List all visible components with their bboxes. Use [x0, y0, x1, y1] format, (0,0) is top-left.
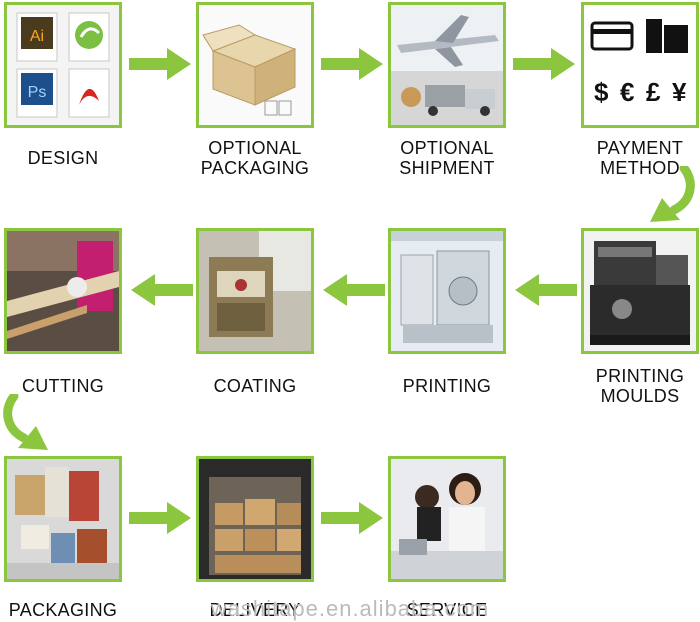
curved-arrow-down-icon [3, 394, 48, 450]
euro-icon: € [620, 77, 634, 107]
delivery-image [196, 456, 314, 582]
coating-image [196, 228, 314, 354]
dollar-icon: $ [594, 77, 609, 107]
service-image [388, 456, 506, 582]
illustrator-icon: Ai [30, 28, 44, 45]
printing-moulds-image [581, 228, 699, 354]
payment-method-image: $ € £ ¥ [581, 2, 699, 128]
arrow-right-icon [129, 502, 191, 534]
step-label-packaging: PACKAGING [8, 600, 118, 620]
printing-image [388, 228, 506, 354]
optional-packaging-image [196, 2, 314, 128]
arrow-right-icon [129, 48, 191, 80]
arrow-left-icon [515, 274, 577, 306]
cutting-image [4, 228, 122, 354]
step-label-printing: PRINTING [402, 376, 492, 396]
arrow-right-icon [321, 502, 383, 534]
step-label-coating: COATING [213, 376, 297, 396]
design-image: Ai Ps [4, 2, 122, 128]
arrow-left-icon [131, 274, 193, 306]
step-label-delivery: DELIVERY [209, 600, 301, 620]
arrow-right-icon [513, 48, 575, 80]
pound-icon: £ [646, 77, 661, 107]
step-label-cutting: CUTTING [21, 376, 105, 396]
arrow-left-icon [323, 274, 385, 306]
optional-shipment-image [388, 2, 506, 128]
photoshop-icon: Ps [28, 84, 47, 101]
curved-arrow-down-icon [650, 166, 695, 222]
step-label-design: DESIGN [27, 148, 99, 168]
yen-icon: ¥ [672, 77, 687, 107]
packaging-image [4, 456, 122, 582]
arrow-right-icon [321, 48, 383, 80]
step-label-service: SERVICE [406, 600, 488, 620]
